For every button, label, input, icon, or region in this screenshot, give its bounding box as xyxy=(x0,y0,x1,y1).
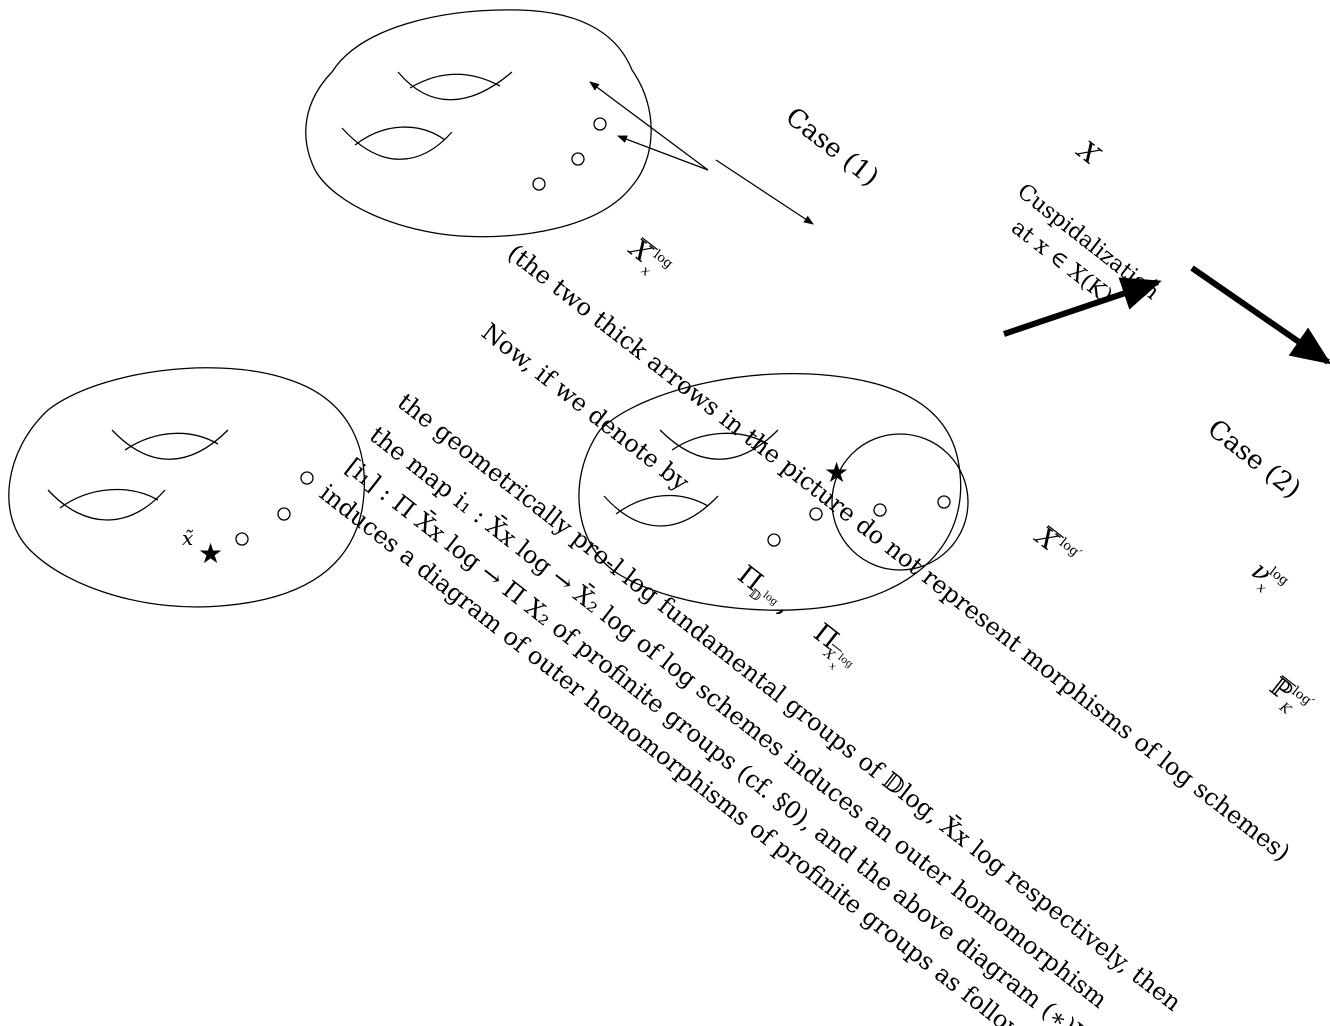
paragraph-line-4: [i₁] : Π X̄x log → Π X₂ of profinite gro… xyxy=(340,452,1094,1026)
star-marker: ★ xyxy=(824,456,849,489)
handle-upper xyxy=(111,429,229,460)
thick-arrow-down xyxy=(1190,265,1330,365)
puncture xyxy=(277,507,291,521)
svg-text:log: log xyxy=(836,652,856,671)
handle-lower xyxy=(603,495,719,527)
surface-middle xyxy=(578,373,969,611)
nu-x-log-label: ν log x xyxy=(1246,556,1292,597)
pi-x-bar-x-log-label: Π X x log xyxy=(808,618,856,673)
puncture xyxy=(571,152,585,166)
x-bar-log-prime-label: X log′ xyxy=(1028,521,1084,562)
svg-text:log: log xyxy=(650,247,675,271)
x-bar-x-log-label: X log x xyxy=(622,233,675,280)
thin-arrow-right xyxy=(715,159,814,225)
svg-text:X: X xyxy=(1028,521,1064,558)
paragraph-line-5: induces a diagram of outer homomorphisms… xyxy=(314,479,1047,1026)
handle-lower xyxy=(341,127,453,160)
puncture xyxy=(809,507,823,521)
thick-arrow-cuspidalization xyxy=(1003,277,1162,337)
p-bar-k-log-label: ℙ log′ K xyxy=(1264,672,1317,719)
star-marker: ★ xyxy=(198,537,223,570)
puncture xyxy=(532,177,546,191)
svg-text:X: X xyxy=(622,233,658,270)
paragraph-line-3: the map i₁ : X̄x log → X̄₂ log of log sc… xyxy=(364,420,1113,1014)
handle-lower xyxy=(47,489,166,521)
svg-text:x: x xyxy=(827,660,839,672)
x-label: X xyxy=(1070,135,1106,172)
case-1-label: Case (1) xyxy=(780,102,885,193)
puncture xyxy=(235,532,249,546)
handle-upper xyxy=(397,71,513,101)
surface-x-bar-x xyxy=(305,9,709,238)
puncture xyxy=(937,495,951,509)
puncture xyxy=(593,117,607,131)
puncture xyxy=(873,503,887,517)
puncture xyxy=(300,471,314,485)
svg-text:log′: log′ xyxy=(1056,535,1084,561)
disk-D xyxy=(831,433,969,571)
pi-d-log-label: Π 𝔻 log , xyxy=(732,560,798,621)
puncture xyxy=(767,533,781,547)
case-2-label: Case (2) xyxy=(1202,414,1307,505)
surface-x-bar-2 xyxy=(8,367,365,608)
x-tilde-label: x̃ xyxy=(182,526,194,550)
